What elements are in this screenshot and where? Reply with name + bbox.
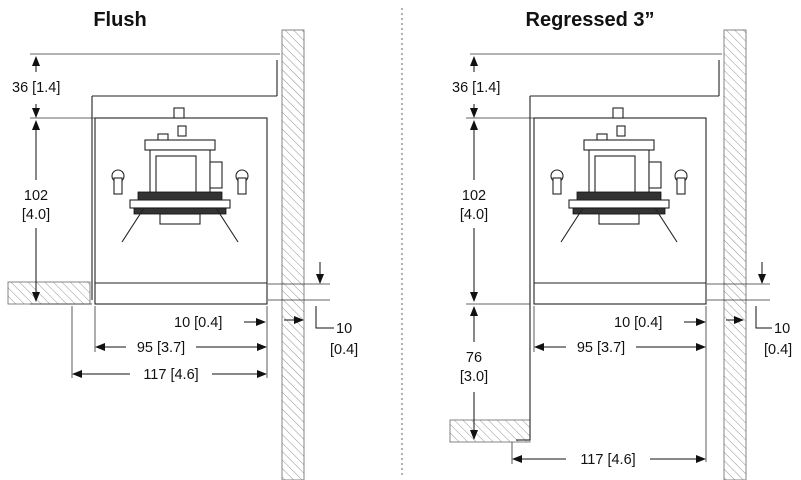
dim-regress-2: [3.0] <box>460 369 488 385</box>
ceiling-hatch-icon <box>449 419 531 443</box>
dim-wall-gap-2: [0.4] <box>330 342 358 358</box>
dim-outer-width: 117 [4.6] <box>143 367 198 383</box>
dim-height-2: [4.0] <box>460 207 488 223</box>
dim-lip-inner: 10 [0.4] <box>614 315 662 331</box>
view-title: Regressed 3” <box>526 9 655 31</box>
dim-top-gap: 36 [1.4] <box>12 80 60 96</box>
view-title: Flush <box>93 9 146 31</box>
dim-top-gap: 36 [1.4] <box>452 80 500 96</box>
dim-height-1: 102 <box>462 188 486 204</box>
ceiling-hatch-icon <box>7 281 91 305</box>
dim-height-2: [4.0] <box>22 207 50 223</box>
dim-wall-gap-1: 10 <box>774 321 790 337</box>
view-flush: Flush 36 [1.4] 102 [4.0] <box>7 9 358 480</box>
dim-wall-gap-1: 10 <box>336 321 352 337</box>
dim-inner-width: 95 [3.7] <box>137 340 185 356</box>
dim-lip-inner: 10 [0.4] <box>174 315 222 331</box>
dim-height-1: 102 <box>24 188 48 204</box>
wall-hatch-icon <box>281 29 305 480</box>
dim-wall-gap-2: [0.4] <box>764 342 792 358</box>
dim-regress-1: 76 <box>466 350 482 366</box>
fixture-section-icon <box>94 107 268 305</box>
view-regressed: Regressed 3” 36 [1.4] 102 [4.0] <box>449 9 792 480</box>
dim-inner-width: 95 [3.7] <box>577 340 625 356</box>
dim-outer-width: 117 [4.6] <box>580 452 635 468</box>
fixture-section-icon <box>533 107 707 305</box>
wall-hatch-icon <box>723 29 747 480</box>
